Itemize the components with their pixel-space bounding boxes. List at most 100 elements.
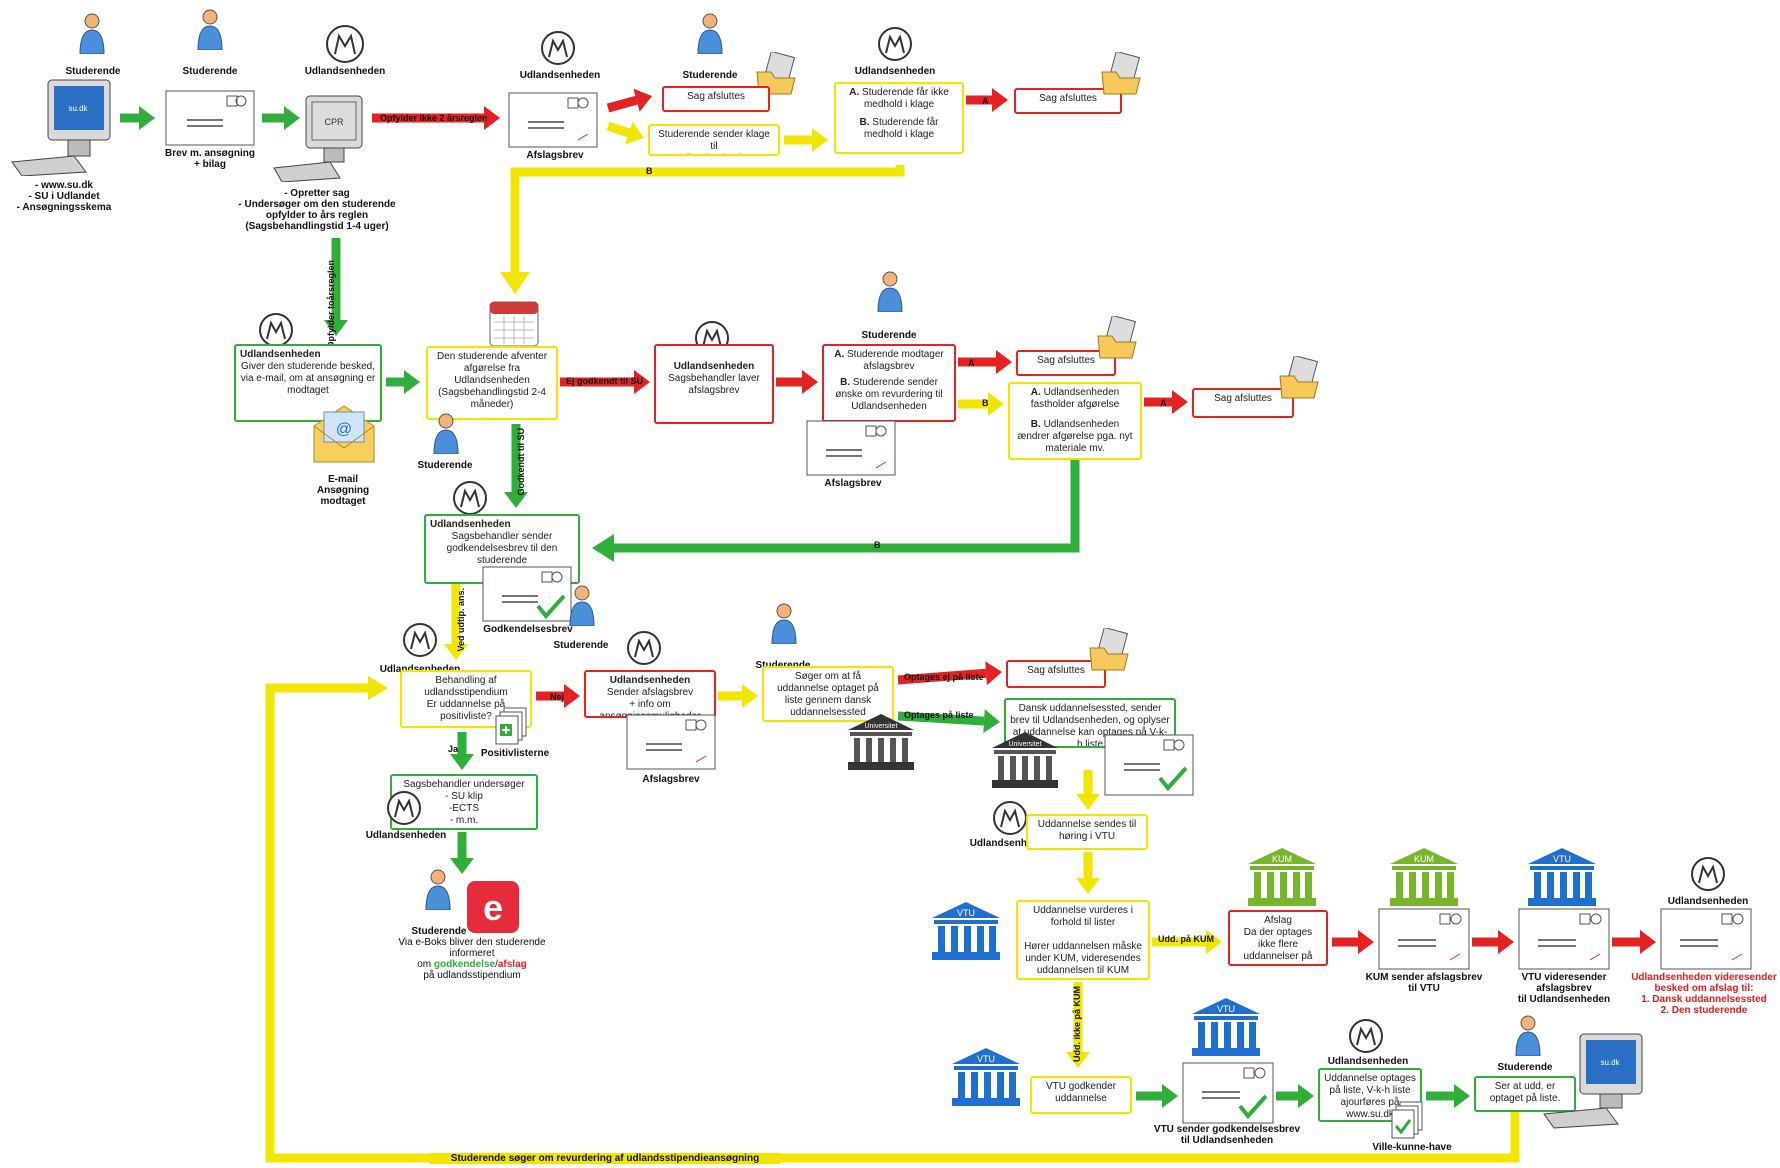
vtu-building-icon: VTU [950, 1046, 1022, 1113]
vtu-building-icon: VTU [930, 900, 1002, 967]
udlandsenheden-label: Udlandsenheden [304, 66, 386, 77]
vkh-label: Ville-kunne-have [1372, 1142, 1452, 1153]
nej-tag: Nej [550, 692, 565, 702]
revurdering-loop-line [265, 683, 1520, 1163]
vtu-afslagsbrev-icon [1518, 908, 1610, 975]
arrow-opfylder-head [324, 320, 348, 336]
kum-building-icon: KUM [1246, 846, 1318, 913]
bottom-loop-label: Studerende søger om revurdering af udlan… [430, 1153, 780, 1164]
arrow-to-udl-head [284, 106, 300, 130]
sender-afslag-box: Udlandsenheden Sender afslagsbrev + info… [584, 670, 716, 718]
udlandsenheden-label: Udlandsenheden [370, 664, 470, 675]
arrow-optages-line [897, 711, 985, 726]
godkendelsesbrev-label: Godkendelsesbrev [483, 624, 573, 635]
arrow-to-hoering-head [1076, 794, 1100, 810]
arrow-modtager-a-head [996, 350, 1012, 374]
godkendt-tag: Godkendt til SU [516, 428, 526, 496]
hoering-box: Uddannelse sendes til høring i VTU [1026, 814, 1148, 850]
arrow-optages-head [983, 709, 1000, 734]
udlandsenheden-label: Udlandsenheden [365, 830, 447, 841]
arrow-ja-head [450, 754, 474, 770]
svg-text:CPR: CPR [324, 117, 344, 127]
godkendelsesbrev-letter-icon [1104, 734, 1194, 801]
afslagsbrev-letter-icon [806, 420, 896, 481]
arrow-fastholder-a-head [1172, 390, 1188, 414]
optages-ej-tag: Optages ej på liste [904, 672, 984, 682]
eboks-icon: e [466, 880, 520, 939]
b-loop-arrowhead [500, 272, 530, 294]
arrow-klage-head [625, 121, 644, 145]
sag-afsluttes-box: Sag afsluttes [662, 86, 770, 112]
studerende-label: Studerende [65, 66, 121, 77]
arrow-to-soeger-head [742, 684, 758, 708]
udlandsenheden-logo-icon [1348, 1018, 1384, 1059]
afventer-box: Den studerende afventer afgørelse fra Ud… [426, 346, 558, 420]
folder-icon [1278, 354, 1322, 405]
udlandsenheden-label: Udlandsenheden [1327, 1056, 1409, 1067]
udlandsenheden-logo-icon [258, 312, 294, 353]
svg-text:su.dk: su.dk [1600, 1058, 1620, 1067]
svg-text:VTU: VTU [957, 908, 975, 918]
kum-afslagsbrev-icon [1378, 908, 1470, 975]
kum-building-icon: KUM [1388, 846, 1460, 913]
letter-icon [165, 90, 255, 151]
person-icon [78, 12, 106, 59]
arrow-to-afventer-head [404, 370, 420, 394]
udlandsenheden-logo-icon [386, 790, 422, 831]
optages-tag: Optages på liste [904, 710, 974, 720]
svg-text:VTU: VTU [1217, 1004, 1235, 1014]
studerende-label: Studerende [682, 70, 738, 81]
studerende-label: Studerende [417, 460, 473, 471]
arrow-vtu-afslag-head [1498, 930, 1514, 954]
person-icon [1514, 1014, 1542, 1061]
svg-text:Universitet: Universitet [1008, 741, 1041, 748]
svg-text:Universitet: Universitet [864, 723, 897, 730]
person-icon [424, 868, 452, 915]
arrow-ved-udtip-head [444, 644, 468, 660]
arrow-udl-afslag-head [1640, 930, 1656, 954]
ser-at-box: Ser at udd. er optaget på liste. [1474, 1076, 1576, 1112]
studerende-label: Studerende [411, 926, 467, 937]
vtu-godkendelsesbrev-icon [1182, 1062, 1274, 1129]
svg-text:e: e [483, 887, 503, 928]
afslagsbrev-label: Afslagsbrev [642, 774, 700, 785]
arrow-sag-afsluttes-line [606, 95, 638, 113]
ikke-godkendt-tag: Ej godkendt til SU [566, 376, 644, 386]
start-links-label: - www.su.dk - SU i Udlandet - Ansøgnings… [16, 180, 112, 213]
vtu-building-icon: VTU [1526, 846, 1598, 913]
folder-icon [755, 50, 799, 101]
svg-text:KUM: KUM [1272, 854, 1292, 864]
arrow-afslag-head [484, 106, 500, 130]
soeger-box: Søger om at få uddannelse optaget på lis… [762, 666, 894, 722]
opfylder-tag: Opfylder toårsreglen [326, 260, 336, 349]
svg-text:@: @ [336, 421, 352, 438]
fastholder-box: A. Udlandsenheden fastholder afgørelse B… [1008, 382, 1142, 460]
svg-text:VTU: VTU [1553, 854, 1571, 864]
arrow-to-vurderes-head [1076, 878, 1100, 894]
studerende-label: Studerende [1497, 1062, 1553, 1073]
person-icon [876, 270, 904, 317]
decision-a-tag: A [982, 96, 989, 106]
vtu-godkender-box: VTU godkender uddannelse [1030, 1076, 1132, 1114]
arrow-modtager-b-head [988, 392, 1004, 416]
positivlisterne-icon [494, 706, 530, 751]
udl-afslag-label: Udlandsenheden videresender besked om af… [1631, 972, 1777, 1016]
arrow-optages-ej-line [897, 668, 987, 685]
b-loop-green-arrowhead [592, 534, 614, 562]
ja-tag: Ja [448, 744, 459, 754]
arrow-kum-head [1206, 930, 1222, 954]
afslagsbrev-letter-icon [508, 92, 598, 153]
arrow-nej-head [564, 684, 580, 708]
ikke-kum-tag: Udd. ikke på KUM [1072, 986, 1082, 1063]
afslag-kum-box: Afslag Da der optages ikke flere uddanne… [1228, 910, 1328, 966]
arrow-to-modtager-head [802, 370, 818, 394]
arrow-ikke-kum-head [1066, 1052, 1090, 1068]
udlandsenheden-logo-icon [1690, 856, 1726, 897]
giver-besked-box: Udlandsenheden Giver den studerende besk… [234, 344, 382, 422]
afslagsbrev-letter-icon [626, 714, 716, 775]
kum-tag: Udd. på KUM [1158, 934, 1214, 944]
a-tag: A [1160, 398, 1167, 408]
udlandsenheden-label: Udlandsenheden [1667, 896, 1749, 907]
udlandsenheden-label: Udlandsenheden [969, 838, 1051, 849]
